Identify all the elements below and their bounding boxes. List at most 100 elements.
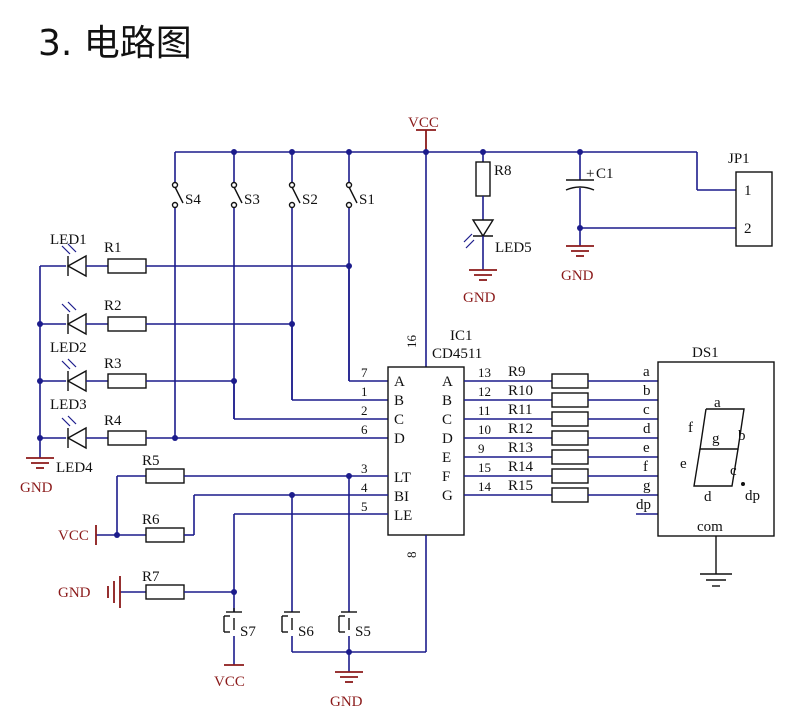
r2-label: R2 [104,298,122,314]
bottom-ground: GND [292,649,426,710]
r10-label: R10 [508,383,533,399]
r6-label: R6 [142,512,160,528]
ds1-pin: g [643,478,651,494]
ic-right-pin-num: 12 [478,384,491,399]
r13-label: R13 [508,440,533,456]
led2-label: LED2 [50,340,87,356]
led2-row: LED2 R2 [40,298,295,356]
ds1-pin: dp [636,497,651,513]
top-rail: VCC [175,115,697,367]
r12-label: R12 [508,421,533,437]
ic-right-pin-num: 10 [478,422,491,437]
vcc-label-top: VCC [408,115,439,131]
led4-label: LED4 [56,460,93,476]
ic-right-pin-num: 9 [478,441,485,456]
r7-label: R7 [142,569,160,585]
seg-d: d [704,489,712,505]
r5-label: R5 [142,453,160,469]
r8-led5: R8 LED5 GND [463,152,532,306]
seg-e: e [680,456,687,472]
ic-left-pin-name: B [394,393,404,409]
switch-s4: S4 [171,152,201,438]
ic-left-pin-num: 5 [361,499,368,514]
s2-label: S2 [302,192,318,208]
led3-row: LED3 R3 [40,356,237,413]
seg-g: g [712,431,720,447]
ic-right-pin-name: B [442,393,452,409]
jp1-pin1: 1 [744,183,752,199]
led4-row: LED4 R4 [40,413,178,476]
ds1-pin: f [643,459,648,475]
gnd-label-led: GND [20,480,53,496]
r9-label: R9 [508,364,526,380]
switch-s5: S5 [338,476,371,652]
ic-right-pin-name: C [442,412,452,428]
s5-label: S5 [355,624,371,640]
ds1-pin: a [643,364,650,380]
gnd-label-led5: GND [463,290,496,306]
ic-right-pin-num: 14 [478,479,492,494]
ic-right-pin-name: D [442,431,453,447]
ic-vdd-pin: 16 [404,335,419,349]
s4-label: S4 [185,192,201,208]
seg-b: b [738,428,746,444]
r4-label: R4 [104,413,122,429]
r11-label: R11 [508,402,532,418]
ic-left-pin-num: 6 [361,422,368,437]
ic-left-pin-name: LT [394,470,411,486]
vcc-label-s7: VCC [214,674,245,690]
gnd-label-c1: GND [561,268,594,284]
jp1-label: JP1 [728,151,750,167]
led1-label: LED1 [50,232,87,248]
led1-row: LED1 R1 [40,232,352,278]
ic-right-pin-name: G [442,488,453,504]
r8-label: R8 [494,163,512,179]
r15-label: R15 [508,478,533,494]
led3-label: LED3 [50,397,87,413]
r14-label: R14 [508,459,534,475]
capacitor-c1: + C1 GND [561,152,736,284]
ic-right-pin-name: F [442,469,450,485]
ic-left-pin-num: 3 [361,461,368,476]
c1-plus: + [586,166,594,182]
led5-label: LED5 [495,240,532,256]
page-title: 3. 电路图 [38,23,192,64]
r1-label: R1 [104,240,122,256]
seg-f: f [688,420,693,436]
ic-right-pin-num: 11 [478,403,491,418]
abcd-inputs [175,266,388,439]
gnd-label-r7: GND [58,585,91,601]
ic-right-pins: A 13 B 12 C 11 D 10 E 9 F 15 G 14 [442,365,492,504]
seg-dp: dp [745,488,760,504]
s7-label: S7 [240,624,256,640]
led-arrows [61,243,77,427]
ic-cd4511: IC1 CD4511 16 8 7 A 1 B 2 C 6 D 3 LT 4 B… [361,328,492,652]
ic-left-pin-name: BI [394,489,409,505]
ds1-pin: b [643,383,651,399]
ds1-pin: e [643,440,650,456]
ic-right-pin-num: 15 [478,460,491,475]
ic-vss-pin: 8 [404,552,419,559]
c1-label: C1 [596,166,614,182]
seven-segment-ds1: DS1 a b c d e f g dp a b c d e f g dp co… [636,345,775,587]
control-inputs: R5 R6 VCC R7 GND [58,453,388,608]
s1-label: S1 [359,192,375,208]
ic-left-pins: 7 A 1 B 2 C 6 D 3 LT 4 BI 5 LE [361,365,412,524]
led-column: GND [20,266,54,496]
ds1-pin: d [643,421,651,437]
jp1-pin2: 2 [744,221,752,237]
ic-left-pin-num: 1 [361,384,368,399]
s3-label: S3 [244,192,260,208]
ic-ref: IC1 [450,328,473,344]
switch-s6: S6 [281,495,314,652]
seg-c: c [730,463,737,479]
vcc-label-r6: VCC [58,528,89,544]
ds1-pin: c [643,402,650,418]
ds1-label: DS1 [692,345,719,361]
switch-s7: S7 VCC [214,592,256,690]
ds1-common: com [697,519,723,535]
ic-right-pin-name: A [442,374,453,390]
ic-part: CD4511 [432,346,482,362]
connector-jp1: JP1 1 2 [696,151,773,247]
